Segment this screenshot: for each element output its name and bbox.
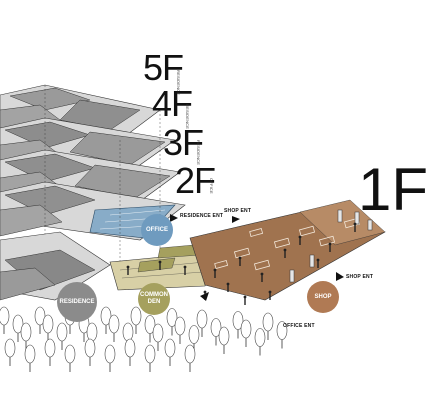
shop-bubble: SHOP bbox=[307, 281, 339, 313]
tree bbox=[100, 306, 112, 334]
tree bbox=[44, 338, 56, 366]
residence-bubble: RESIDENCE bbox=[57, 282, 97, 322]
building-drawing bbox=[0, 84, 386, 372]
person-figure bbox=[316, 258, 320, 268]
tree bbox=[34, 306, 46, 334]
tree bbox=[56, 322, 68, 350]
tree bbox=[166, 308, 178, 336]
person-figure bbox=[126, 265, 130, 275]
tree bbox=[12, 314, 24, 342]
tree bbox=[196, 309, 208, 337]
tree bbox=[240, 319, 252, 347]
person-figure bbox=[260, 272, 264, 282]
tree bbox=[20, 322, 32, 350]
tree bbox=[276, 321, 288, 349]
tree bbox=[24, 344, 36, 372]
tree bbox=[152, 323, 164, 351]
tree-row bbox=[0, 306, 288, 372]
tree bbox=[174, 316, 186, 344]
person-figure bbox=[238, 256, 242, 266]
floor-side-label-2f: OFFICE bbox=[209, 178, 214, 194]
person-figure bbox=[268, 290, 272, 300]
tree bbox=[84, 338, 96, 366]
floor-label-4f: 4F bbox=[152, 83, 193, 124]
tree bbox=[210, 318, 222, 346]
floor-label-5f: 5F bbox=[143, 47, 184, 88]
floor-side-label-3f: RESIDENCE bbox=[196, 140, 201, 166]
tree bbox=[232, 311, 244, 339]
person-figure bbox=[183, 265, 187, 275]
tree bbox=[144, 344, 156, 372]
person-figure bbox=[226, 282, 230, 292]
tree bbox=[4, 338, 16, 366]
shop-entrance-label-top: SHOP ENT bbox=[224, 208, 252, 214]
shop-floor bbox=[189, 199, 386, 301]
tree bbox=[254, 328, 266, 356]
tree bbox=[0, 306, 10, 334]
floor-2f-slab bbox=[0, 181, 186, 241]
tree bbox=[108, 314, 120, 342]
person-figure bbox=[213, 268, 217, 278]
person-figure bbox=[328, 242, 332, 252]
person-figure bbox=[298, 235, 302, 245]
tree bbox=[124, 338, 136, 366]
residence-entrance-label: RESIDENCE ENT bbox=[180, 213, 224, 219]
tree bbox=[164, 338, 176, 366]
common-den-terrace bbox=[109, 243, 216, 291]
common-den-bubble: COMMON DEN bbox=[138, 283, 170, 315]
floor-side-label-5f: RESIDENCE bbox=[176, 70, 181, 96]
tree bbox=[218, 326, 230, 354]
shop-entrance-label-right: SHOP ENT bbox=[346, 274, 374, 280]
tree bbox=[262, 312, 274, 340]
person-figure bbox=[243, 295, 247, 305]
entrance-arrows bbox=[170, 214, 344, 301]
floor-label-2f: 2F bbox=[175, 160, 216, 201]
tree bbox=[42, 314, 54, 342]
tree bbox=[144, 315, 156, 343]
axonometric-diagram: 5F 4F 3F 2F 1F RESIDENCE RESIDENCE RESID… bbox=[0, 47, 428, 372]
floor-side-label-4f: RESIDENCE bbox=[185, 104, 190, 130]
person-figure bbox=[283, 248, 287, 258]
tree bbox=[64, 344, 76, 372]
office-entrance-label: OFFICE ENT bbox=[283, 323, 315, 329]
person-figure bbox=[353, 222, 357, 232]
tree bbox=[104, 344, 116, 372]
floor-label-3f: 3F bbox=[163, 122, 204, 163]
tree bbox=[184, 344, 196, 372]
office-bubble: OFFICE bbox=[141, 214, 173, 246]
floor-label-1f: 1F bbox=[358, 156, 428, 223]
person-figure bbox=[158, 260, 162, 270]
tree bbox=[130, 306, 142, 334]
